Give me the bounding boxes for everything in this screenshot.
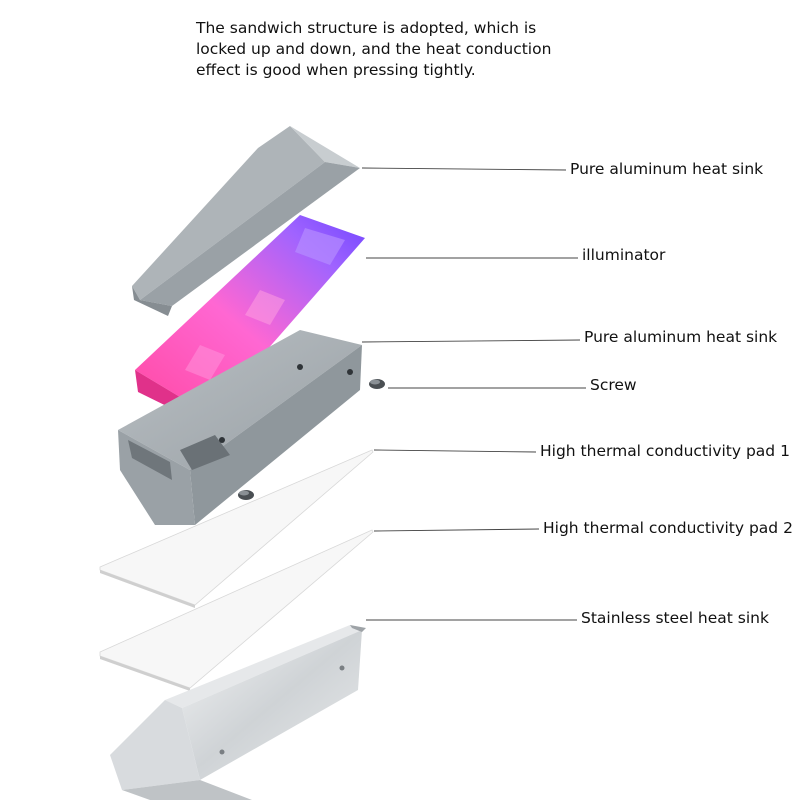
leader-lines: [361, 167, 586, 621]
callout-stainless-steel-heat-sink: Stainless steel heat sink: [581, 609, 769, 627]
description-text: The sandwich structure is adopted, which…: [196, 18, 576, 81]
thermal-pad-2: [99, 529, 374, 691]
description-line: The sandwich structure is adopted, which…: [196, 19, 537, 37]
callout-thermal-pad-1: High thermal conductivity pad 1: [540, 442, 790, 460]
callout-screw: Screw: [590, 376, 637, 394]
description-line: effect is good when pressing tightly.: [196, 61, 476, 79]
callout-thermal-pad-2: High thermal conductivity pad 2: [543, 519, 793, 537]
callout-top-aluminum-heat-sink: Pure aluminum heat sink: [570, 160, 764, 178]
callout-middle-aluminum-heat-sink: Pure aluminum heat sink: [584, 328, 778, 346]
callout-illuminator: illuminator: [582, 246, 666, 264]
description-line: locked up and down, and the heat conduct…: [196, 40, 552, 58]
stainless-steel-heat-sink: [110, 625, 366, 800]
middle-aluminum-heat-sink: [118, 330, 362, 525]
screw-icon: [238, 490, 254, 500]
top-aluminum-heat-sink: [132, 126, 360, 316]
screw-icon: [369, 379, 385, 389]
thermal-pad-1: [99, 449, 374, 608]
